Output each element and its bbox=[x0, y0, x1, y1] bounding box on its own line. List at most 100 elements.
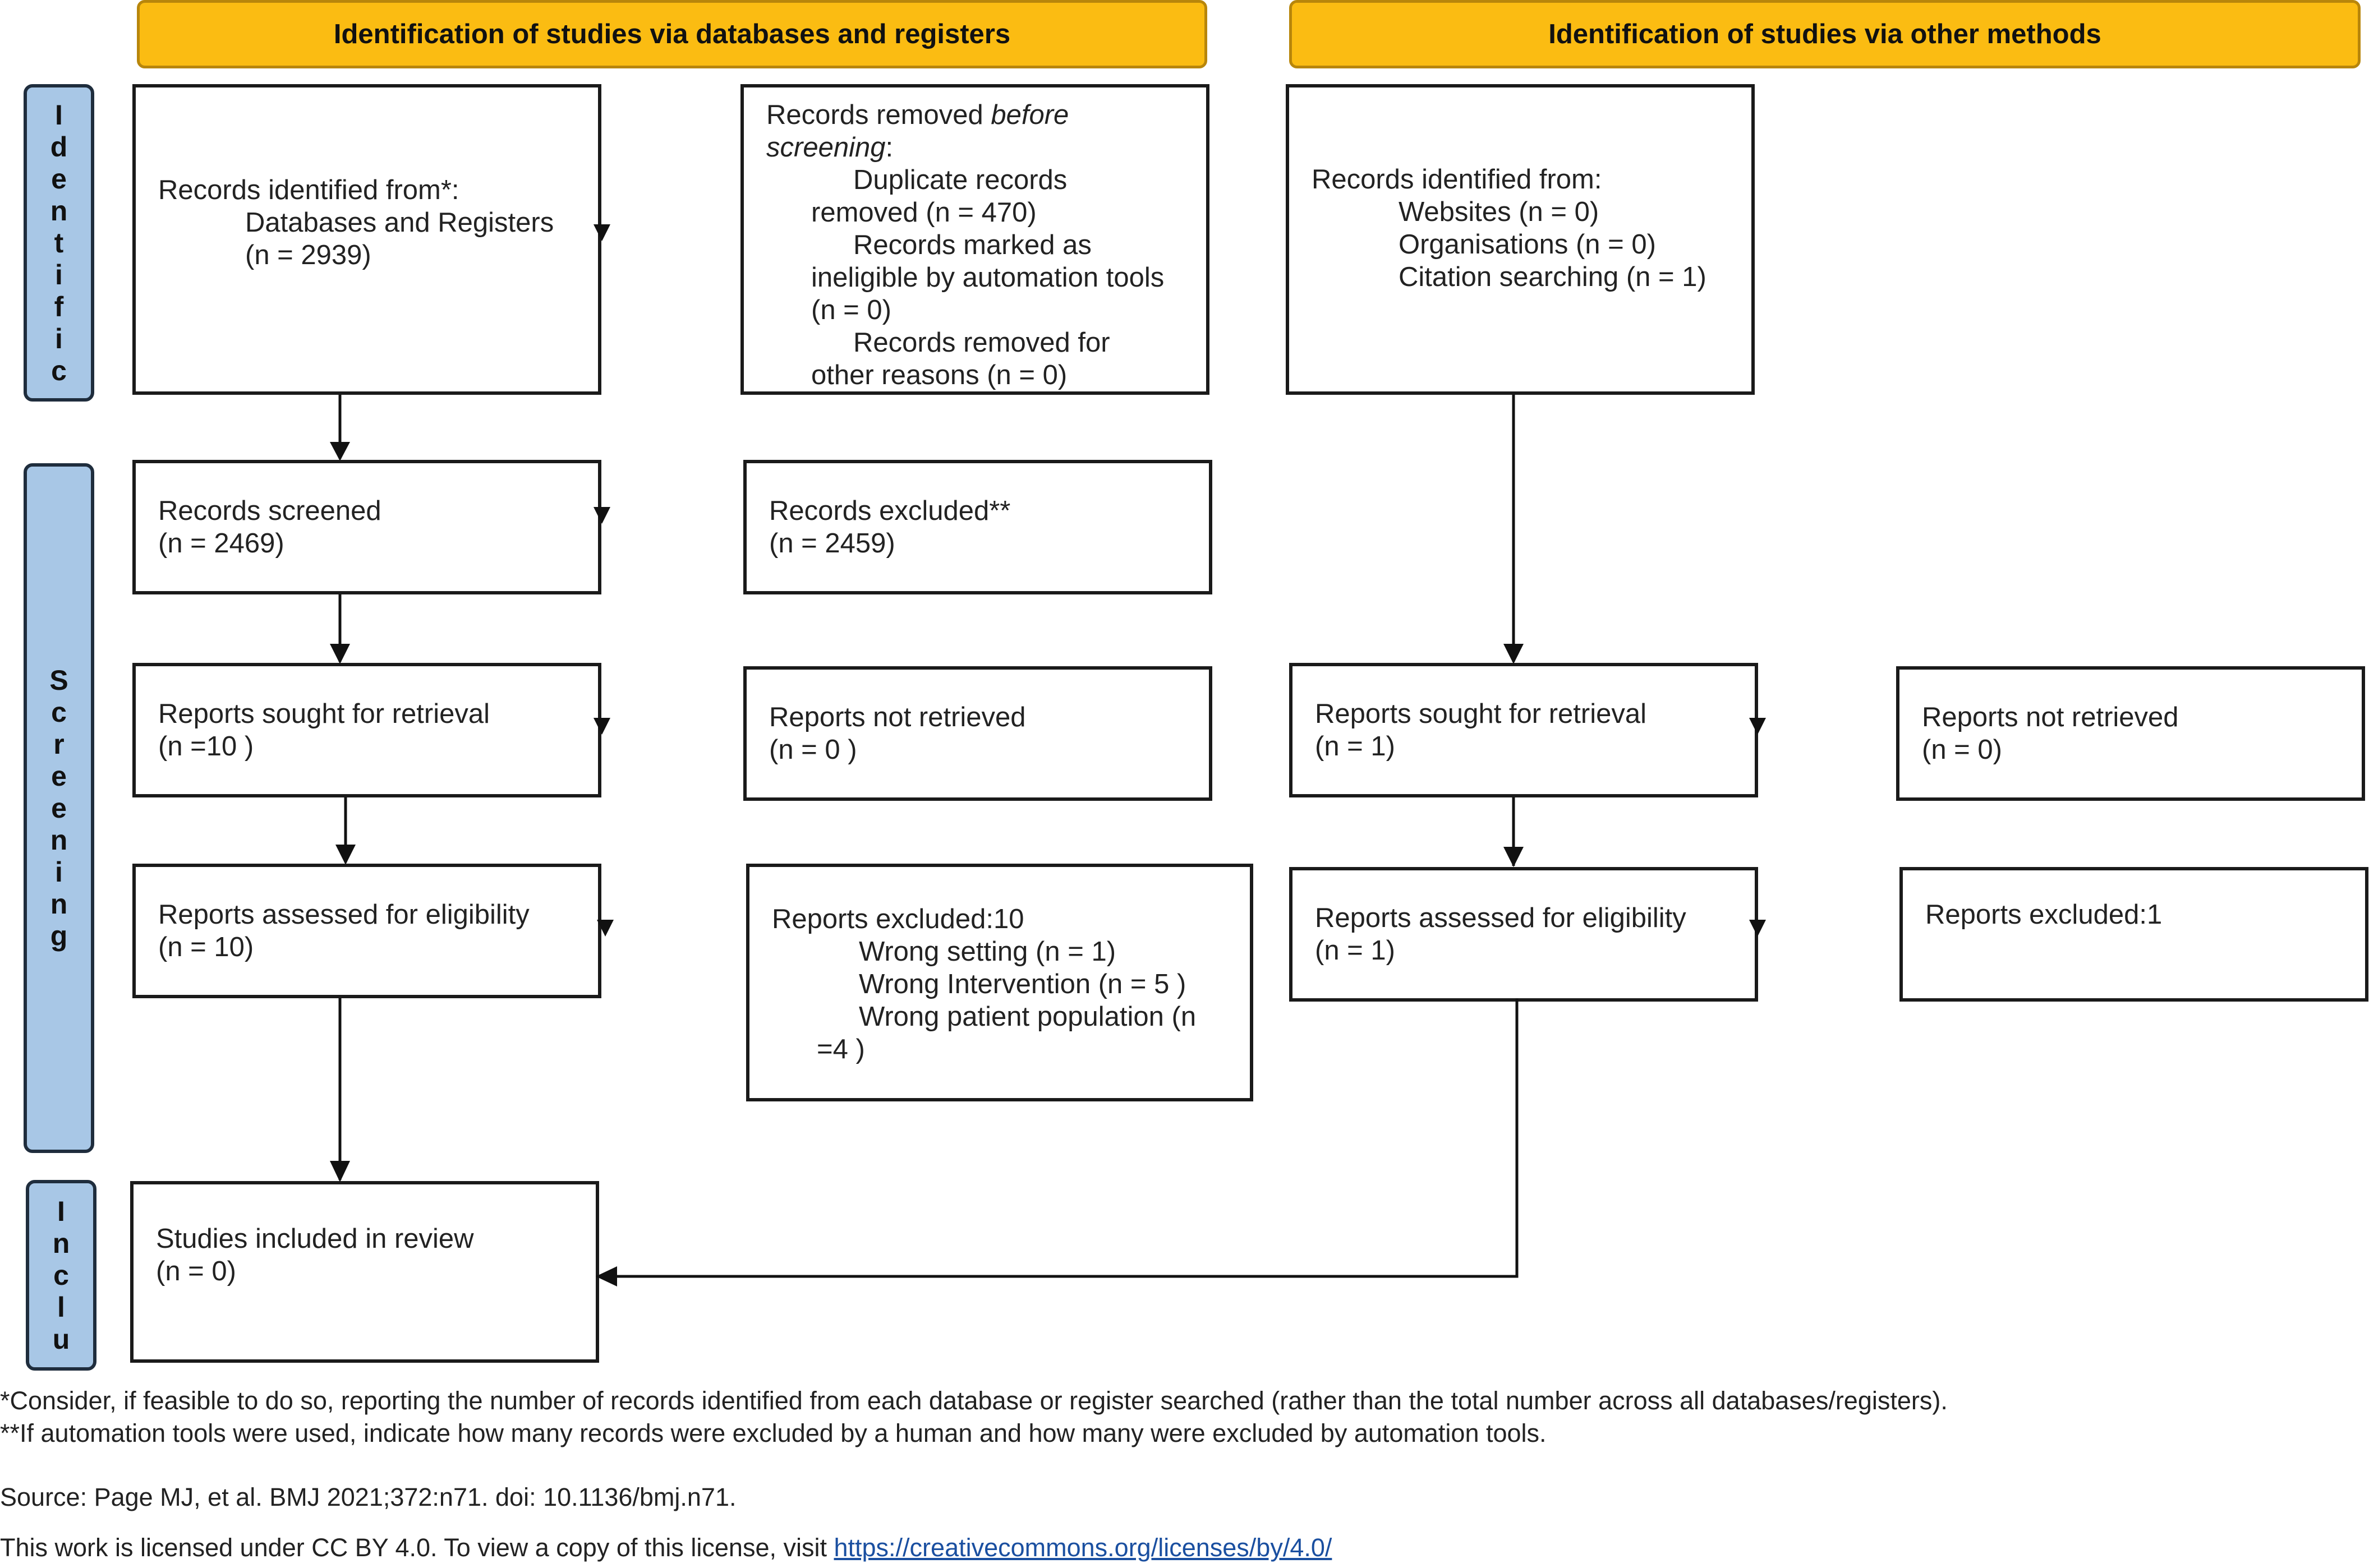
arrowhead bbox=[335, 845, 356, 865]
phase-letter: n bbox=[50, 888, 68, 920]
reports-not-retrieved-other-box: Reports not retrieved (n = 0) bbox=[1896, 666, 2365, 801]
studies-included-count: (n = 0) bbox=[156, 1256, 236, 1286]
side-arrowhead bbox=[1749, 718, 1766, 735]
header-other-methods: Identification of studies via other meth… bbox=[1289, 0, 2361, 68]
arrowhead bbox=[596, 1266, 617, 1286]
side-arrowhead bbox=[597, 920, 614, 937]
websites-count: Websites (n = 0) bbox=[1399, 197, 1599, 227]
reports-assessed-other-label: Reports assessed for eligibility bbox=[1315, 903, 1686, 933]
phase-letter: n bbox=[52, 1227, 70, 1259]
license-text: This work is licensed under CC BY 4.0. T… bbox=[0, 1533, 834, 1562]
reports-sought-db-label: Reports sought for retrieval bbox=[158, 699, 490, 729]
records-identified-source: Databases and Registers bbox=[245, 207, 554, 238]
arrowhead bbox=[1503, 644, 1524, 664]
records-excluded-box: Records excluded** (n = 2459) bbox=[743, 460, 1212, 594]
reports-excluded-other-label: Reports excluded:1 bbox=[1925, 900, 2163, 930]
reports-excluded-db-box: Reports excluded:10 Wrong setting (n = 1… bbox=[746, 864, 1253, 1101]
reports-not-retrieved-db-count: (n = 0 ) bbox=[769, 735, 857, 765]
records-screened-label: Records screened bbox=[158, 496, 381, 526]
side-arrowhead bbox=[594, 718, 610, 735]
other-reasons-count: other reasons (n = 0) bbox=[811, 360, 1068, 390]
wrong-population-count: =4 ) bbox=[817, 1034, 865, 1064]
records-excluded-count: (n = 2459) bbox=[769, 528, 895, 559]
phase-letter: f bbox=[54, 290, 64, 322]
duplicate-records-label: Duplicate records bbox=[853, 165, 1068, 195]
arrowhead bbox=[330, 1161, 350, 1182]
duplicate-records-count: removed (n = 470) bbox=[811, 197, 1037, 228]
reports-excluded-other-box: Reports excluded:1 bbox=[1899, 867, 2368, 1002]
organisations-count: Organisations (n = 0) bbox=[1399, 229, 1656, 260]
phase-letter: l bbox=[57, 1291, 65, 1323]
studies-included-label: Studies included in review bbox=[156, 1224, 474, 1254]
phase-letter: c bbox=[51, 354, 67, 386]
header-databases-registers: Identification of studies via databases … bbox=[137, 0, 1207, 68]
phase-letter: e bbox=[51, 163, 67, 195]
records-screened-count: (n = 2469) bbox=[158, 528, 284, 559]
phase-letter: i bbox=[55, 322, 63, 354]
source-citation: Source: Page MJ, et al. BMJ 2021;372:n71… bbox=[0, 1483, 737, 1511]
records-identified-label: Records identified from*: bbox=[158, 175, 459, 205]
reports-assessed-db-count: (n = 10) bbox=[158, 932, 254, 962]
reports-assessed-db-label: Reports assessed for eligibility bbox=[158, 900, 530, 930]
arrowhead bbox=[330, 442, 350, 461]
records-excluded-label: Records excluded** bbox=[769, 496, 1011, 526]
phase-identification: I d e n t i f i c bbox=[24, 84, 94, 402]
phase-letter: i bbox=[55, 856, 63, 888]
phase-letter: t bbox=[54, 227, 64, 259]
phase-letter: g bbox=[50, 920, 68, 952]
side-arrowhead bbox=[594, 224, 610, 241]
reports-not-retrieved-db-label: Reports not retrieved bbox=[769, 702, 1026, 732]
automation-ineligible-count: (n = 0) bbox=[811, 295, 891, 325]
automation-ineligible-desc: ineligible by automation tools bbox=[811, 262, 1165, 293]
phase-letter: n bbox=[50, 195, 68, 227]
automation-ineligible-label: Records marked as bbox=[853, 230, 1092, 260]
phase-letter: c bbox=[51, 696, 67, 728]
phase-letter: S bbox=[49, 664, 68, 696]
phase-letter: I bbox=[57, 1195, 65, 1227]
license-link[interactable]: https://creativecommons.org/licenses/by/… bbox=[834, 1533, 1332, 1562]
phase-letter: c bbox=[53, 1259, 69, 1291]
records-removed-box: Records removed before screening: Duplic… bbox=[740, 84, 1209, 395]
reports-sought-db-count: (n =10 ) bbox=[158, 731, 254, 762]
reports-not-retrieved-db-box: Reports not retrieved (n = 0 ) bbox=[743, 666, 1212, 801]
reports-sought-db-box: Reports sought for retrieval (n =10 ) bbox=[132, 663, 601, 797]
records-removed-title: Records removed before bbox=[766, 100, 1069, 130]
footnote-automation: **If automation tools were used, indicat… bbox=[0, 1419, 1547, 1447]
phase-letter: I bbox=[55, 99, 63, 131]
wrong-intervention-count: Wrong Intervention (n = 5 ) bbox=[859, 969, 1186, 999]
wrong-population-label: Wrong patient population (n bbox=[859, 1002, 1197, 1032]
phase-letter: r bbox=[53, 728, 65, 760]
other-reasons-label: Records removed for bbox=[853, 328, 1110, 358]
reports-assessed-other-box: Reports assessed for eligibility (n = 1) bbox=[1289, 867, 1758, 1002]
other-records-identified-label: Records identified from: bbox=[1312, 164, 1602, 195]
reports-assessed-other-count: (n = 1) bbox=[1315, 935, 1395, 966]
reports-sought-other-box: Reports sought for retrieval (n = 1) bbox=[1289, 663, 1758, 797]
records-removed-title-cont: screening: bbox=[766, 132, 894, 163]
other-records-identified-box: Records identified from: Websites (n = 0… bbox=[1286, 84, 1755, 395]
phase-included: I n c l u bbox=[26, 1180, 96, 1371]
phase-letter: e bbox=[51, 760, 67, 792]
records-identified-count: (n = 2939) bbox=[245, 240, 371, 270]
arrow-other-assessed-to-included bbox=[597, 998, 1519, 1278]
reports-sought-other-label: Reports sought for retrieval bbox=[1315, 699, 1646, 729]
reports-not-retrieved-other-count: (n = 0) bbox=[1922, 735, 2002, 765]
arrowhead bbox=[330, 644, 350, 664]
reports-excluded-db-label: Reports excluded:10 bbox=[772, 904, 1024, 934]
studies-included-box: Studies included in review (n = 0) bbox=[130, 1181, 599, 1363]
citation-searching-count: Citation searching (n = 1) bbox=[1399, 262, 1706, 292]
reports-sought-other-count: (n = 1) bbox=[1315, 731, 1395, 762]
reports-not-retrieved-other-label: Reports not retrieved bbox=[1922, 702, 2179, 732]
records-screened-box: Records screened (n = 2469) bbox=[132, 460, 601, 594]
phase-letter: e bbox=[51, 792, 67, 824]
footnote-databases: *Consider, if feasible to do so, reporti… bbox=[0, 1386, 1948, 1415]
phase-letter: n bbox=[50, 824, 68, 856]
phase-letter: u bbox=[52, 1323, 70, 1355]
phase-screening: S c r e e n i n g bbox=[24, 463, 94, 1153]
phase-letter: d bbox=[50, 131, 68, 163]
wrong-setting-count: Wrong setting (n = 1) bbox=[859, 937, 1116, 967]
arrowhead bbox=[1503, 847, 1524, 867]
side-arrowhead bbox=[1749, 920, 1766, 937]
records-identified-box: Records identified from*: Databases and … bbox=[132, 84, 601, 395]
reports-assessed-db-box: Reports assessed for eligibility (n = 10… bbox=[132, 864, 601, 998]
